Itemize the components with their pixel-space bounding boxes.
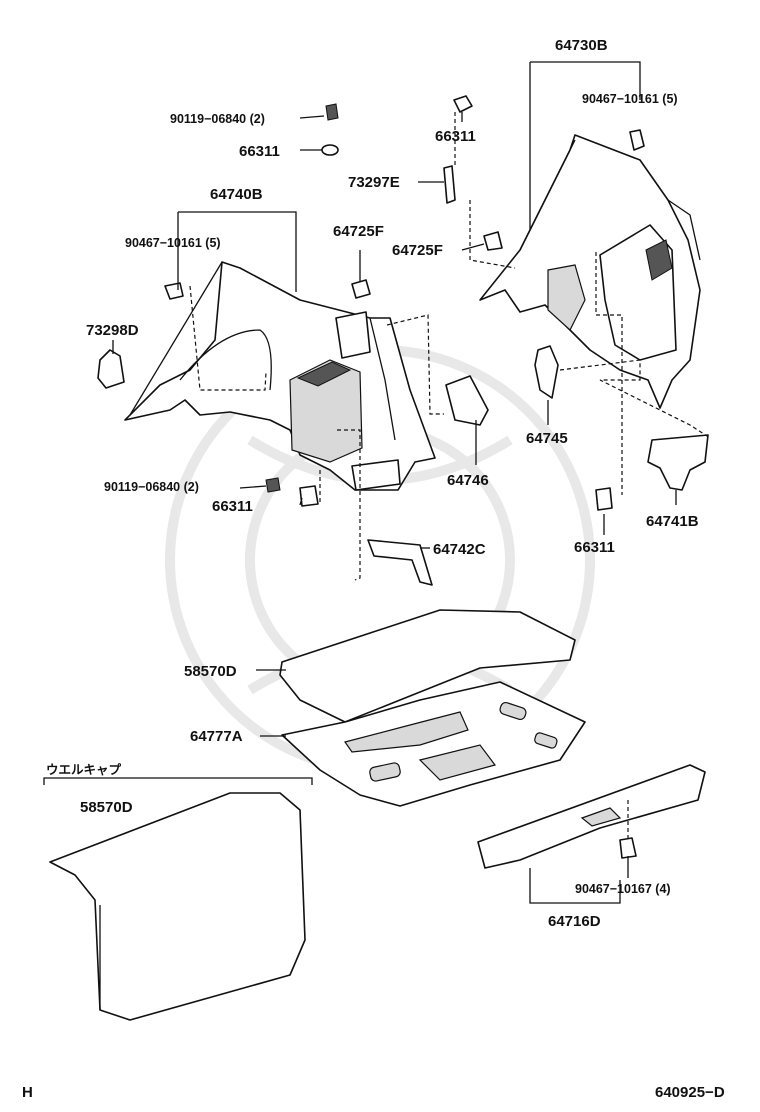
label-66311-top-center: 66311 — [435, 128, 476, 145]
cover-64746 — [445, 375, 489, 426]
label-64730B: 64730B — [555, 37, 608, 54]
nut-icon — [595, 487, 613, 511]
label-90467-10161-right: 90467−10161 (5) — [582, 92, 678, 106]
label-66311-top-left: 66311 — [239, 143, 280, 160]
bracket-64741B — [647, 434, 709, 491]
bracket-64742C — [367, 539, 433, 586]
scuff-plate-64716D — [477, 764, 706, 869]
welcap-cover-58570D — [49, 792, 306, 1021]
label-66311-mid-left: 66311 — [212, 498, 253, 515]
label-64741B: 64741B — [646, 513, 699, 530]
label-58570D-top: 58570D — [184, 663, 237, 680]
label-90467-10161-left: 90467−10161 (5) — [125, 236, 221, 250]
label-73298D: 73298D — [86, 322, 139, 339]
fasteners — [164, 95, 645, 859]
nut-icon — [321, 144, 339, 156]
label-64716D: 64716D — [548, 913, 601, 930]
floor-cover-58570D — [279, 609, 576, 723]
clip-icon — [483, 231, 503, 251]
clip-icon — [453, 95, 473, 113]
footer-left-code: H — [22, 1084, 33, 1101]
part-labels: 64730B 90467−10161 (5) 66311 90119−06840… — [46, 37, 699, 930]
cover-64745 — [534, 345, 559, 399]
label-64725F-right: 64725F — [392, 242, 443, 259]
label-64742C: 64742C — [433, 541, 486, 558]
label-64777A: 64777A — [190, 728, 243, 745]
bracket-73297E — [443, 165, 456, 204]
screw-icon — [325, 103, 339, 121]
label-90467-10167: 90467−10167 (4) — [575, 882, 671, 896]
label-welcap: ウエルキャプ — [46, 762, 122, 777]
label-66311-mid-right: 66311 — [574, 539, 615, 556]
label-64745: 64745 — [526, 430, 568, 447]
clip-icon — [629, 129, 645, 151]
right-quarter-trim-panel — [479, 134, 701, 409]
label-64746: 64746 — [447, 472, 489, 489]
label-90119-06840-top: 90119−06840 (2) — [170, 112, 265, 126]
label-64740B: 64740B — [210, 186, 263, 203]
clip-icon — [351, 279, 371, 299]
left-quarter-trim-panel — [124, 261, 436, 491]
clip-icon — [164, 282, 184, 300]
leader-lines — [43, 61, 711, 904]
nut-icon — [299, 485, 319, 507]
bracket-73298D — [97, 349, 125, 389]
clip-icon — [619, 837, 637, 859]
label-73297E: 73297E — [348, 174, 400, 191]
floor-mat-64777A — [281, 681, 586, 807]
label-58570D-bottom: 58570D — [80, 799, 133, 816]
footer-right-code: 640925−D — [655, 1084, 725, 1101]
screw-icon — [265, 477, 281, 493]
label-90119-06840-bottom: 90119−06840 (2) — [104, 480, 199, 494]
label-64725F-left: 64725F — [333, 223, 384, 240]
